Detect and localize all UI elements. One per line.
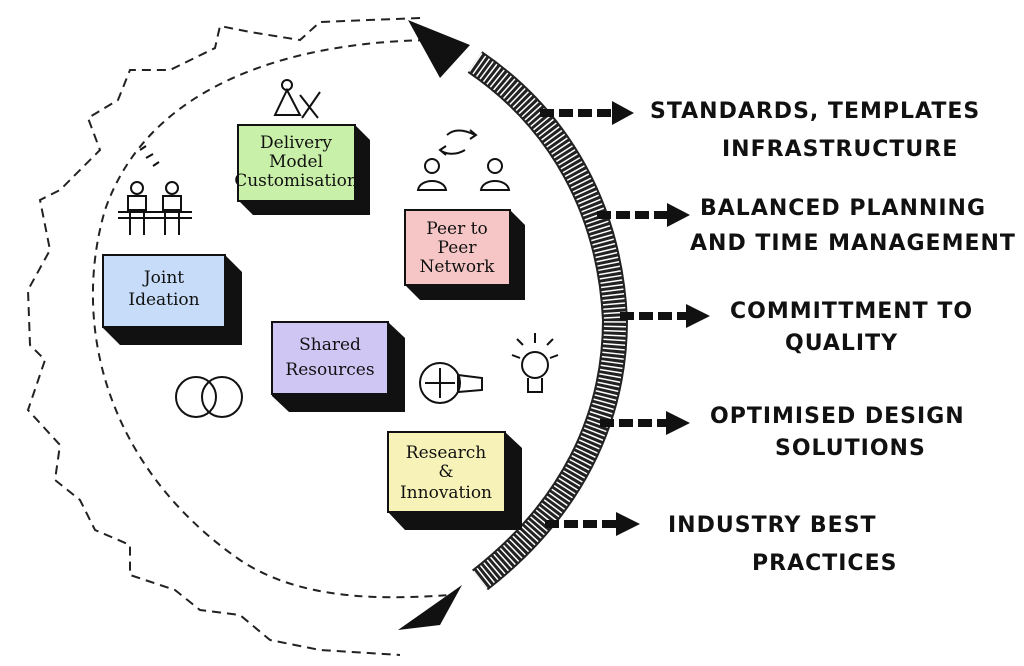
peer-line-2: Peer (438, 238, 478, 258)
outcome-arrow-5 (545, 512, 640, 536)
people-tools-icon (273, 79, 321, 119)
outcome-4-line-2: SOLUTIONS (775, 436, 926, 461)
outcome-5-line-2: PRACTICES (752, 551, 897, 576)
outcome-4-line-1: OPTIMISED DESIGN (710, 404, 965, 429)
interlocking-rings-icon (175, 376, 243, 418)
joint-ideation-box: Joint Ideation (102, 254, 242, 345)
outcome-arrow-2 (597, 203, 690, 227)
delivery-line-2: Model (269, 152, 323, 172)
peer-network-box: Peer to Peer Network (404, 209, 525, 300)
delivery-line-1: Delivery (260, 133, 332, 153)
lightbulb-icon (511, 333, 559, 393)
outcome-design: OPTIMISED DESIGN SOLUTIONS (710, 404, 965, 461)
peer-line-1: Peer to (426, 219, 487, 239)
outcome-1-line-2: INFRASTRUCTURE (722, 137, 958, 162)
peer-line-3: Network (420, 257, 496, 277)
shared-line-2: Resources (285, 360, 374, 380)
outcome-arrow-3 (620, 304, 710, 328)
outcome-planning: BALANCED PLANNING AND TIME MANAGEMENT (690, 196, 1016, 256)
outcome-standards: STANDARDS, TEMPLATES INFRASTRUCTURE (650, 99, 980, 162)
joint-line-2: Ideation (128, 290, 199, 310)
research-line-3: Innovation (400, 483, 492, 503)
joint-line-1: Joint (142, 268, 184, 288)
inner-dashed-circle (91, 39, 451, 599)
outcome-5-line-1: INDUSTRY BEST (668, 513, 877, 538)
outcome-1-line-1: STANDARDS, TEMPLATES (650, 99, 980, 124)
outcome-arrow-4 (600, 411, 690, 435)
outcome-quality: COMMITTMENT TO QUALITY (730, 299, 973, 356)
target-head-icon (419, 362, 483, 404)
arc-arrowhead-top (408, 20, 470, 78)
arc-arrowhead-bottom (398, 585, 462, 630)
outcome-2-line-2: AND TIME MANAGEMENT (690, 231, 1016, 256)
hatched-arc (467, 51, 629, 591)
shared-resources-box: Shared Resources (271, 321, 405, 412)
gear-outline (26, 17, 421, 656)
meeting-people-icon (118, 145, 192, 235)
shared-line-1: Shared (299, 335, 361, 355)
outcome-arrow-1 (540, 101, 634, 125)
research-line-1: Research (406, 443, 486, 463)
outcome-3-line-2: QUALITY (785, 331, 898, 356)
outcome-practices: INDUSTRY BEST PRACTICES (668, 513, 897, 576)
arrows-people-icon (416, 129, 511, 191)
outcome-3-line-1: COMMITTMENT TO (730, 299, 973, 324)
delivery-line-3: Customisation (234, 171, 358, 191)
delivery-model-box: Delivery Model Customisation (234, 124, 370, 215)
outcome-2-line-1: BALANCED PLANNING (700, 196, 986, 221)
research-line-2: & (438, 462, 453, 482)
research-innovation-box: Research & Innovation (387, 431, 522, 530)
